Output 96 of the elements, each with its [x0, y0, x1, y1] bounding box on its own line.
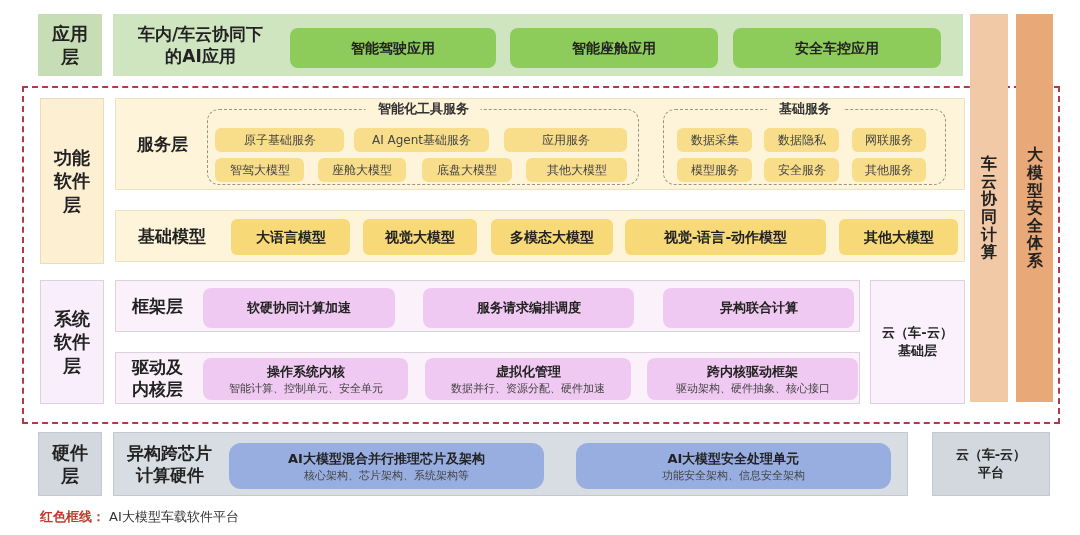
module-label: 虚拟化管理 — [495, 362, 561, 381]
column-label: 车云协同计算 — [981, 155, 997, 261]
module-label: 跨内核驱动框架 — [707, 362, 798, 381]
module-label: 安全车控应用 — [795, 38, 879, 58]
module-box — [425, 358, 631, 400]
layer-label: 云（车-云）基础层 — [881, 323, 954, 360]
layer-band — [113, 432, 908, 496]
module-label: 数据采集 — [690, 132, 739, 149]
layer-title: 驱动及内核层 — [130, 355, 184, 401]
layer-label-box — [38, 14, 102, 76]
module-box — [526, 158, 627, 182]
module-box — [852, 128, 926, 152]
layer-title: 基础模型 — [138, 224, 206, 248]
module-box — [677, 128, 752, 152]
module-box — [839, 219, 958, 255]
vertical-column — [970, 14, 1008, 402]
module-label: 其他大模型 — [863, 227, 934, 247]
group-title: 智能化工具服务 — [365, 100, 481, 118]
layer-title: 服务层 — [136, 132, 188, 156]
layer-label-box — [40, 280, 104, 404]
module-box — [504, 128, 627, 152]
module-box — [354, 128, 489, 152]
layer-label: 应用层 — [51, 21, 89, 69]
module-box — [733, 28, 941, 68]
module-label: AI大模型混合并行推理芯片及架构 — [288, 449, 485, 468]
module-label: 大语言模型 — [255, 227, 326, 247]
module-label: AI大模型安全处理单元 — [667, 449, 800, 468]
module-box — [677, 158, 752, 182]
vertical-column — [1016, 14, 1053, 402]
module-description: 功能安全架构、信息安全架构 — [662, 467, 805, 483]
module-label: 网联服务 — [865, 132, 913, 149]
module-box — [290, 28, 496, 68]
dashed-frame — [22, 86, 1060, 424]
legend-key: 红色框线： — [40, 507, 105, 527]
module-box — [491, 219, 613, 255]
layer-label: 系统软件层 — [53, 306, 91, 378]
module-box — [576, 443, 891, 489]
module-label: 智能驾驶应用 — [351, 38, 435, 58]
module-label: 原子基础服务 — [243, 132, 316, 149]
layer-title: 异构跨芯片计算硬件 — [126, 441, 214, 487]
layer-band — [115, 98, 965, 190]
layer-label-box — [40, 98, 104, 264]
module-box — [215, 158, 304, 182]
module-box — [203, 288, 395, 328]
module-box — [663, 288, 854, 328]
cloud-platform-box — [932, 432, 1050, 496]
module-label: 操作系统内核 — [266, 362, 345, 381]
module-box — [215, 128, 344, 152]
layer-label: 云（车-云）平台 — [954, 445, 1028, 482]
layer-band — [115, 280, 860, 332]
module-box — [363, 219, 477, 255]
module-box — [231, 219, 350, 255]
module-label: 其他服务 — [865, 162, 913, 179]
module-label: 服务请求编排调度 — [476, 299, 581, 317]
module-description: 驱动架构、硬件抽象、核心接口 — [675, 380, 830, 396]
module-box — [764, 158, 839, 182]
module-label: 视觉-语言-动作模型 — [663, 227, 788, 247]
module-description: 智能计算、控制单元、安全单元 — [228, 380, 383, 396]
group-title: 基础服务 — [766, 100, 843, 118]
module-label: 数据隐私 — [777, 132, 826, 149]
module-box — [422, 158, 512, 182]
module-description: 数据并行、资源分配、硬件加速 — [451, 380, 605, 396]
layer-title: 框架层 — [131, 294, 183, 318]
module-box — [852, 158, 926, 182]
module-label: 视觉大模型 — [385, 227, 455, 247]
module-box — [647, 358, 858, 400]
module-box — [510, 28, 718, 68]
module-box — [229, 443, 544, 489]
cloud-layer-box — [870, 280, 965, 404]
module-label: 多模态大模型 — [510, 227, 594, 247]
module-label: 底盘大模型 — [437, 162, 497, 179]
module-label: 智驾大模型 — [229, 162, 290, 179]
module-label: 安全服务 — [777, 162, 826, 179]
layer-label: 功能软件层 — [53, 145, 91, 217]
legend-text: AI大模型车载软件平台 — [109, 508, 239, 526]
column-label: 大模型安全体系 — [1026, 146, 1043, 270]
module-label: 其他大模型 — [546, 162, 607, 179]
layer-title: 车内/车云协同下的AI应用 — [136, 22, 265, 68]
module-box — [318, 158, 406, 182]
module-box — [423, 288, 634, 328]
layer-band — [115, 352, 860, 404]
module-box — [764, 128, 839, 152]
module-label: 座舱大模型 — [332, 162, 392, 179]
layer-label-box — [38, 432, 102, 496]
module-description: 核心架构、芯片架构、系统架构等 — [304, 467, 469, 483]
module-label: 智能座舱应用 — [572, 38, 656, 58]
module-label: 异构联合计算 — [719, 299, 798, 317]
module-box — [203, 358, 408, 400]
module-label: 应用服务 — [541, 132, 590, 149]
module-label: 软硬协同计算加速 — [247, 299, 351, 317]
layer-label: 硬件层 — [51, 440, 89, 488]
module-box — [625, 219, 826, 255]
module-label: AI Agent基础服务 — [371, 132, 472, 149]
layer-band — [113, 14, 963, 76]
layer-band — [115, 210, 965, 262]
module-label: 模型服务 — [690, 162, 739, 179]
